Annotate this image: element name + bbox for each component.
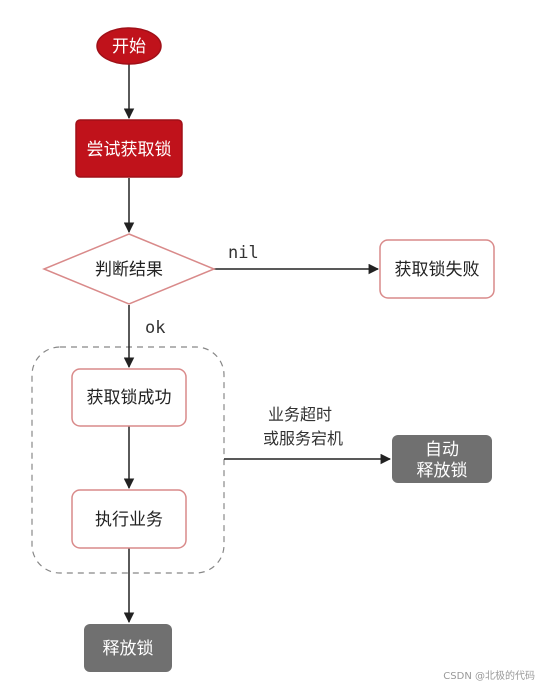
group-container xyxy=(31,346,225,574)
try-lock-label: 尝试获取锁 xyxy=(87,140,172,160)
lock-fail-label: 获取锁失败 xyxy=(395,260,480,280)
auto-release-node xyxy=(392,435,492,483)
execute-business-label: 执行业务 xyxy=(95,510,163,530)
start-label: 开始 xyxy=(112,37,146,57)
timeout-edge-label-line1: 业务超时 xyxy=(268,405,332,424)
timeout-edge-label-line2: 或服务宕机 xyxy=(263,429,343,448)
judge-decision-node xyxy=(42,233,216,305)
execute-business-node xyxy=(71,489,187,549)
lock-success-label: 获取锁成功 xyxy=(87,388,172,408)
nil-edge-label: nil xyxy=(228,243,259,263)
watermark: CSDN @北极的代码 xyxy=(443,669,535,682)
ok-edge-label: ok xyxy=(145,318,165,338)
start-node xyxy=(96,27,162,65)
lock-fail-node xyxy=(379,239,495,299)
try-lock-node xyxy=(75,119,183,178)
judge-label: 判断结果 xyxy=(95,260,163,280)
release-lock-label: 释放锁 xyxy=(103,639,154,659)
release-lock-node xyxy=(84,624,172,672)
lock-success-node xyxy=(71,368,187,427)
auto-release-label-line1: 自动 xyxy=(425,440,459,460)
auto-release-label-line2: 释放锁 xyxy=(417,461,468,481)
